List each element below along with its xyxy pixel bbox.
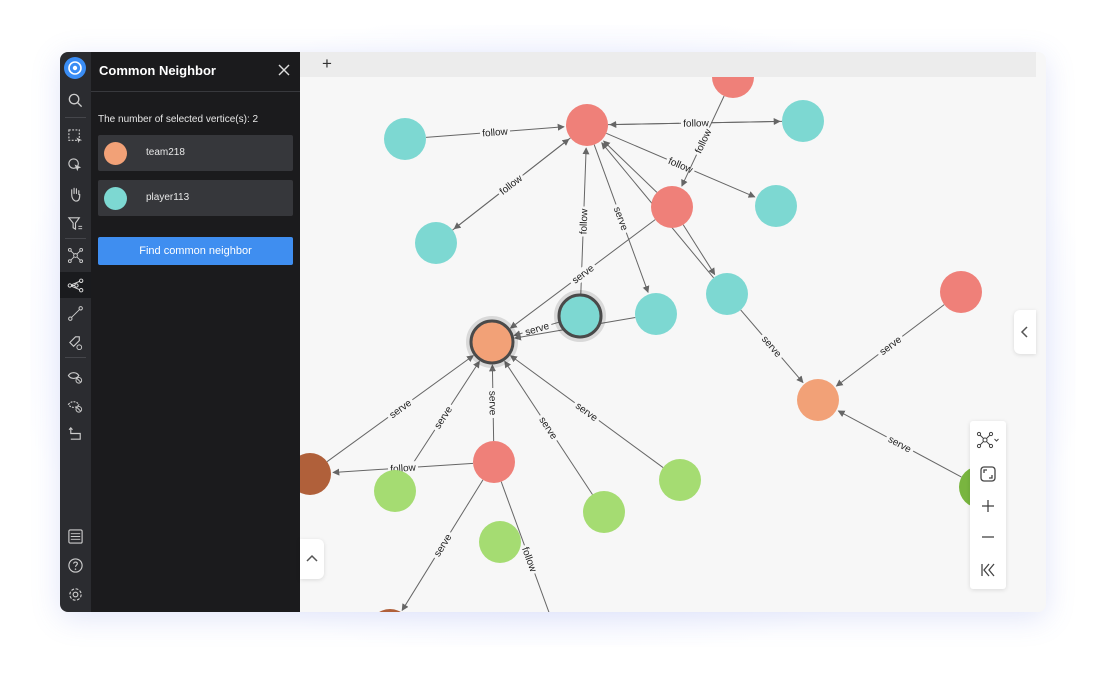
vertex-selection-halo [466,316,518,368]
edge-layer: followfollowfollowfollowfollowfollowfoll… [326,95,962,612]
vertex-node[interactable] [940,271,982,313]
graph-edge[interactable] [682,224,716,276]
vertex-name: team218 [146,147,185,158]
add-tab-button[interactable]: + [322,54,332,73]
vertex-layer [300,77,1001,612]
edge-label-background [535,412,562,444]
selected-vertex-item[interactable]: player113 [98,180,293,216]
edge-label-background [757,330,787,362]
vertex-node[interactable] [659,459,701,501]
expand-select-icon[interactable] [64,154,86,176]
common-neighbor-icon[interactable] [60,272,91,298]
edge-label-background [576,206,591,237]
hand-pan-icon[interactable] [64,183,86,205]
edge-label-background [610,202,632,235]
edge-label-background [571,397,603,426]
expand-right-panel-button[interactable] [1014,310,1036,354]
graph-edge[interactable] [603,140,658,193]
edge-label: follow [578,208,590,235]
vertex-name: player113 [146,192,190,203]
vertex-node[interactable] [712,77,754,98]
close-icon[interactable] [277,63,291,77]
edge-label-background [479,124,511,140]
vertex-node[interactable] [755,185,797,227]
zoom-out-icon[interactable] [975,525,1001,549]
vertex-node[interactable] [369,609,411,612]
edge-label: follow [683,118,710,129]
edge-label-background [429,529,456,562]
tab-strip: + [300,52,1036,77]
edge-label: follow [482,127,509,140]
edge-label-background [486,387,500,419]
edge-label-background [691,124,715,158]
layout-icon[interactable] [975,428,1001,452]
vertex-node[interactable] [797,379,839,421]
chevron-left-icon [1020,326,1028,338]
canvas-toolbox [970,421,1006,589]
app-logo [64,57,86,79]
edge-label-background [495,170,527,199]
vertex-color-dot [104,142,127,165]
vertex-node[interactable] [651,186,693,228]
edge-label-background [567,260,599,288]
app-window: Common Neighbor The number of selected v… [60,52,1046,612]
gear-icon[interactable] [64,583,86,605]
settings-panel-icon[interactable] [64,525,86,547]
undo-icon[interactable] [64,422,86,444]
toolbar-divider [65,238,86,239]
selected-vertex-node[interactable] [469,319,515,365]
vertex-color-dot [104,187,127,210]
network-icon[interactable] [64,244,86,266]
toolbar-divider [65,117,86,118]
selected-vertex-item[interactable]: team218 [98,135,293,171]
edge-label: serve [486,391,497,416]
selected-vertex-node[interactable] [557,293,603,339]
vertex-node[interactable] [479,521,521,563]
edge-label-background [429,401,457,434]
panel-divider [91,91,300,92]
hide-others-icon[interactable] [64,394,86,416]
chevron-up-icon [306,554,318,562]
vertex-node[interactable] [473,441,515,483]
box-select-icon[interactable] [64,125,86,147]
zoom-in-icon[interactable] [975,494,1001,518]
toolbar-divider [65,357,86,358]
hide-vertex-icon[interactable] [64,365,86,387]
filter-icon[interactable] [64,212,86,234]
vertex-node[interactable] [300,453,331,495]
graph-canvas[interactable]: followfollowfollowfollowfollowfollowfoll… [300,77,1046,612]
vertex-node[interactable] [583,491,625,533]
vertex-node[interactable] [384,118,426,160]
edge-label: serve [611,206,630,233]
edge-label-background [883,431,916,457]
vertex-node[interactable] [782,100,824,142]
vertex-node[interactable] [415,222,457,264]
vertex-node[interactable] [635,293,677,335]
fit-view-icon[interactable] [975,462,1001,486]
search-icon[interactable] [64,89,86,111]
edge-label: follow [519,546,538,575]
vertex-node[interactable] [566,104,608,146]
common-neighbor-panel: Common Neighbor The number of selected v… [91,52,300,612]
find-common-neighbor-button[interactable]: Find common neighbor [98,237,293,265]
path-icon[interactable] [64,302,86,324]
help-icon[interactable] [64,554,86,576]
selected-count-text: The number of selected vertice(s): 2 [98,114,259,125]
edge-label-background [518,543,541,576]
graph-svg[interactable]: followfollowfollowfollowfollowfollowfoll… [300,77,1046,612]
expand-bottom-panel-button[interactable] [300,539,324,579]
vertex-selection-halo [554,290,606,342]
left-toolbar [60,52,91,612]
vertex-node[interactable] [374,470,416,512]
tag-view-icon[interactable] [64,331,86,353]
collapse-toolbar-icon[interactable] [975,558,1001,582]
edge-label-background [874,331,906,360]
edge-label-background [384,394,416,423]
panel-title: Common Neighbor [99,63,216,78]
vertex-node[interactable] [706,273,748,315]
edge-label-background [520,318,554,339]
